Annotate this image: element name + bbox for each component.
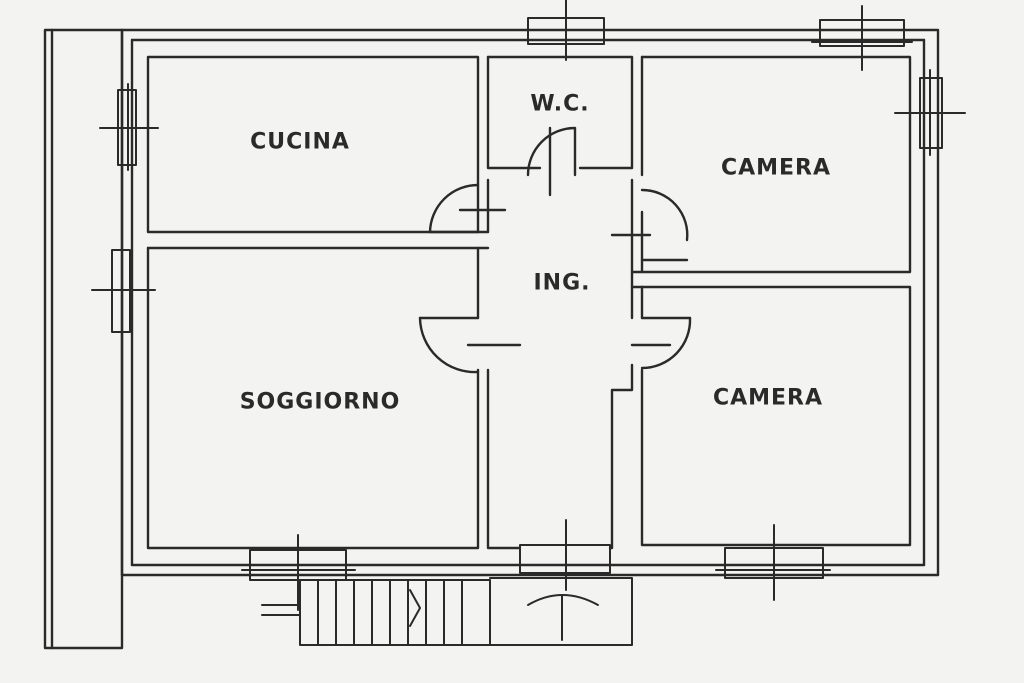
entrance-landing (490, 578, 632, 645)
staircase (262, 580, 490, 645)
room-label-living-room: SOGGIORNO (239, 389, 401, 415)
room-label-bedroom-1: CAMERA (720, 155, 832, 181)
room-label-wc: W.C. (530, 91, 590, 117)
left-balcony (45, 30, 122, 648)
windows (92, 0, 965, 610)
room-label-entrance: ING. (533, 270, 591, 296)
room-label-kitchen: CUCINA (250, 129, 350, 155)
room-label-bedroom-2: CAMERA (712, 385, 824, 411)
door-swings (420, 128, 690, 372)
